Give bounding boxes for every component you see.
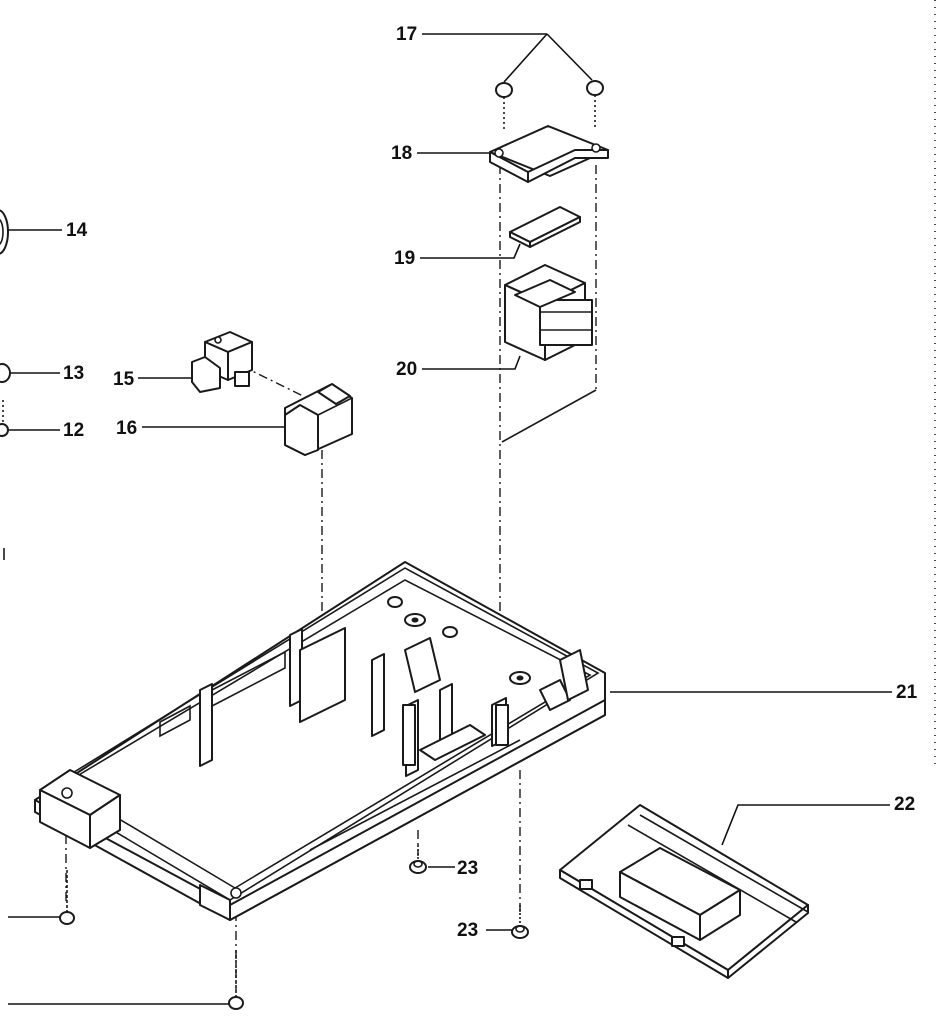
part-14-disc xyxy=(0,209,9,255)
callout-12: 12 xyxy=(63,420,84,441)
callout-22: 22 xyxy=(894,794,915,815)
screw-23-lower xyxy=(511,905,529,939)
callout-14: 14 xyxy=(66,220,88,241)
callout-15: 15 xyxy=(113,369,135,390)
holder-16 xyxy=(284,383,353,456)
cover-22 xyxy=(559,804,809,979)
screw-17-left xyxy=(495,82,513,130)
switch-15 xyxy=(191,331,253,393)
screw-17-right xyxy=(586,80,604,128)
callout-23-upper: 23 xyxy=(457,858,478,879)
leader-lines xyxy=(8,33,892,1005)
housing-21 xyxy=(34,561,606,921)
bracket-18 xyxy=(489,125,609,183)
callout-18: 18 xyxy=(391,143,412,164)
callout-13: 13 xyxy=(63,363,84,384)
screw-left-long xyxy=(59,870,75,925)
screw-23-upper xyxy=(409,845,427,874)
callout-labels: 17 18 14 19 20 13 15 12 16 21 22 23 23 xyxy=(63,24,918,941)
part-12 xyxy=(0,423,9,437)
callout-19: 19 xyxy=(394,248,415,269)
transformer-20 xyxy=(504,264,593,361)
callout-16: 16 xyxy=(116,418,137,439)
callout-20: 20 xyxy=(396,359,417,380)
part-13 xyxy=(0,363,11,383)
pad-19 xyxy=(509,206,581,248)
screw-bottom-long xyxy=(228,950,244,1010)
callout-23-lower: 23 xyxy=(457,920,478,941)
callout-17: 17 xyxy=(396,24,417,45)
callout-21: 21 xyxy=(896,682,918,703)
